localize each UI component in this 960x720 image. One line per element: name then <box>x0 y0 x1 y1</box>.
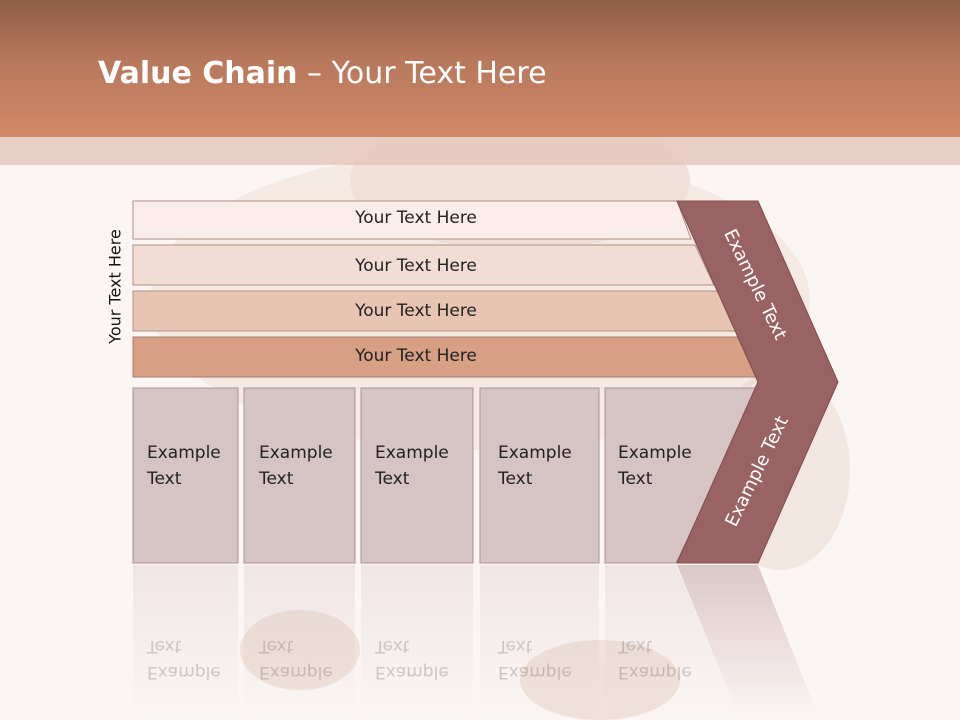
bar-2[interactable] <box>132 244 715 286</box>
activity-box-5[interactable] <box>604 387 761 564</box>
activity-box-4-line1: Example <box>498 443 572 463</box>
bar-2-label: Your Text Here <box>355 256 477 276</box>
activity-box-4-line2: Text <box>498 469 533 489</box>
activity-box-2-line2: Text <box>259 469 294 489</box>
activity-box-3-line2: Text <box>375 469 410 489</box>
bar-1[interactable] <box>132 200 692 240</box>
activity-box-5-line2: Text <box>618 469 653 489</box>
title-bar-strip <box>0 137 960 165</box>
bar-3-label: Your Text Here <box>355 301 477 321</box>
slide-title-bold: Value Chain <box>98 56 298 91</box>
bar-4-label: Your Text Here <box>355 346 477 366</box>
activity-box-5-line1: Example <box>618 443 692 463</box>
activity-box-4[interactable] <box>479 387 600 564</box>
activity-box-1-line1: Example <box>147 443 221 463</box>
activity-box-2-line1: Example <box>259 443 333 463</box>
title-bar <box>0 0 960 137</box>
slide-title-rest: – Your Text Here <box>297 56 547 91</box>
activity-box-1[interactable] <box>132 387 239 564</box>
slide-title: Value Chain – Your Text Here <box>98 56 547 92</box>
activity-box-3-line1: Example <box>375 443 449 463</box>
activity-box-1-line2: Text <box>147 469 182 489</box>
margin-chevron[interactable] <box>676 200 839 564</box>
activity-box-2[interactable] <box>243 387 356 564</box>
bar-1-label: Your Text Here <box>355 208 477 228</box>
activity-box-3[interactable] <box>360 387 474 564</box>
side-label-text: Your Text Here <box>105 229 125 344</box>
